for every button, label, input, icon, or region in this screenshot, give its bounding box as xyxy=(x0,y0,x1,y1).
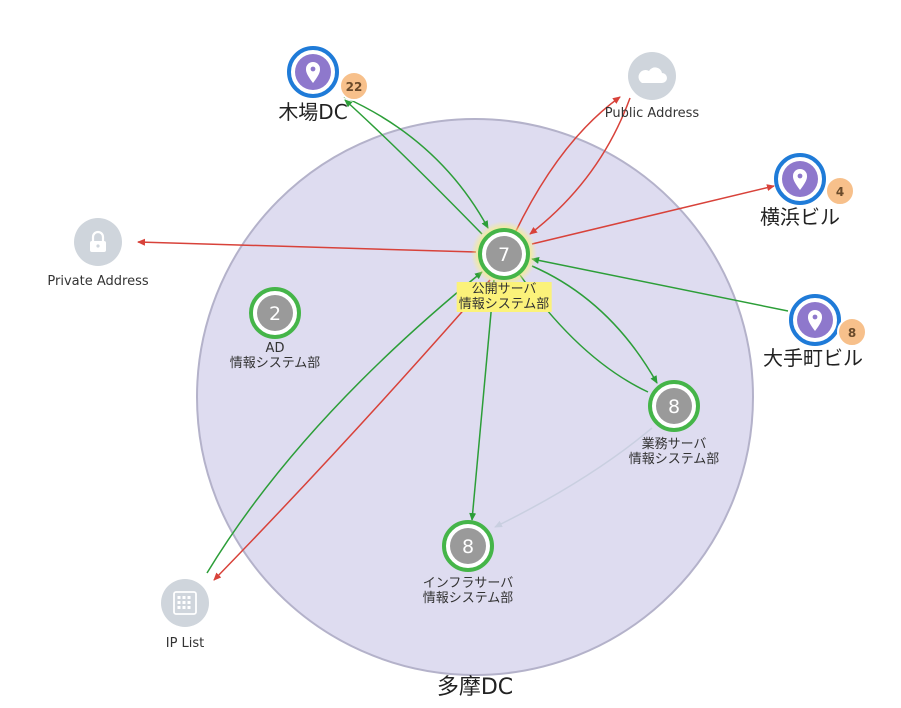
node-infra-server-group[interactable]: 8 xyxy=(442,520,494,572)
badge-count: 22 xyxy=(346,80,363,94)
node-ip-list[interactable] xyxy=(161,579,209,627)
kiba-dc-label: 木場DC xyxy=(278,100,348,124)
edge-center-to-gyomu[interactable] xyxy=(531,265,658,384)
edge-gyomu-to-infra[interactable] xyxy=(494,427,653,528)
node-gyomu-server-group[interactable]: 8 xyxy=(648,380,700,432)
group-count: 8 xyxy=(462,536,474,558)
node-ad-group[interactable]: 2 xyxy=(249,287,301,339)
map-pin-icon xyxy=(793,169,807,190)
node-public-server-group[interactable]: 7 xyxy=(471,221,537,287)
edge-center-to-private-address[interactable] xyxy=(137,238,477,253)
group-department: 情報システム部 xyxy=(456,297,552,312)
group-count: 8 xyxy=(668,396,680,418)
edge-otemachi-to-center[interactable] xyxy=(531,256,789,312)
group-name: 業務サーバ xyxy=(641,437,707,452)
badge-count: 8 xyxy=(848,326,856,340)
count-badge xyxy=(837,317,867,347)
group-name: 公開サーバ xyxy=(456,282,552,297)
ip-list-label: IP List xyxy=(165,636,205,651)
node-yokohama-building[interactable]: 4 xyxy=(774,153,855,206)
yokohama-building-label: 横浜ビル xyxy=(760,205,840,229)
infra-server-group-label: インフラサーバ 情報システム部 xyxy=(423,576,514,606)
edge-center-to-infra[interactable] xyxy=(469,279,495,521)
edge-center-to-ip-list[interactable] xyxy=(213,279,491,581)
node-private-address[interactable] xyxy=(74,218,122,266)
grid-list-icon xyxy=(173,591,197,615)
edge-ip-list-to-center[interactable] xyxy=(206,271,483,574)
private-address-label: Private Address xyxy=(47,274,149,289)
group-name: AD xyxy=(265,341,285,356)
group-department: 情報システム部 xyxy=(628,452,720,467)
edge-kiba-to-center[interactable] xyxy=(343,96,489,229)
zone-tama-dc[interactable] xyxy=(196,118,754,676)
map-pin-icon xyxy=(306,62,320,83)
lock-icon xyxy=(90,230,106,252)
badge-count: 4 xyxy=(836,185,844,199)
edge-public-address-to-center[interactable] xyxy=(529,97,631,235)
count-badge xyxy=(339,71,369,101)
map-pin-icon xyxy=(808,310,822,331)
otemachi-building-label: 大手町ビル xyxy=(763,346,863,370)
node-otemachi-building[interactable]: 8 xyxy=(789,294,867,347)
public-address-label: Public Address xyxy=(604,106,700,121)
group-department: 情報システム部 xyxy=(229,356,321,371)
ad-group-label: AD 情報システム部 xyxy=(230,341,321,371)
group-name: インフラサーバ xyxy=(422,576,514,591)
group-count: 7 xyxy=(498,244,510,266)
cloud-icon xyxy=(638,67,667,83)
zone-label: 多摩DC xyxy=(436,675,514,700)
gyomu-server-group-label: 業務サーバ 情報システム部 xyxy=(629,437,720,467)
node-kiba-dc[interactable]: 22 xyxy=(287,46,369,101)
edge-center-to-yokohama[interactable] xyxy=(531,184,775,245)
group-count: 2 xyxy=(269,303,281,325)
count-badge xyxy=(825,176,855,206)
public-server-group-label: 公開サーバ 情報システム部 xyxy=(456,282,552,312)
edge-center-to-kiba[interactable] xyxy=(344,99,483,235)
group-department: 情報システム部 xyxy=(422,591,514,606)
edge-center-to-public-address[interactable] xyxy=(514,96,621,234)
node-public-address[interactable] xyxy=(628,52,676,100)
